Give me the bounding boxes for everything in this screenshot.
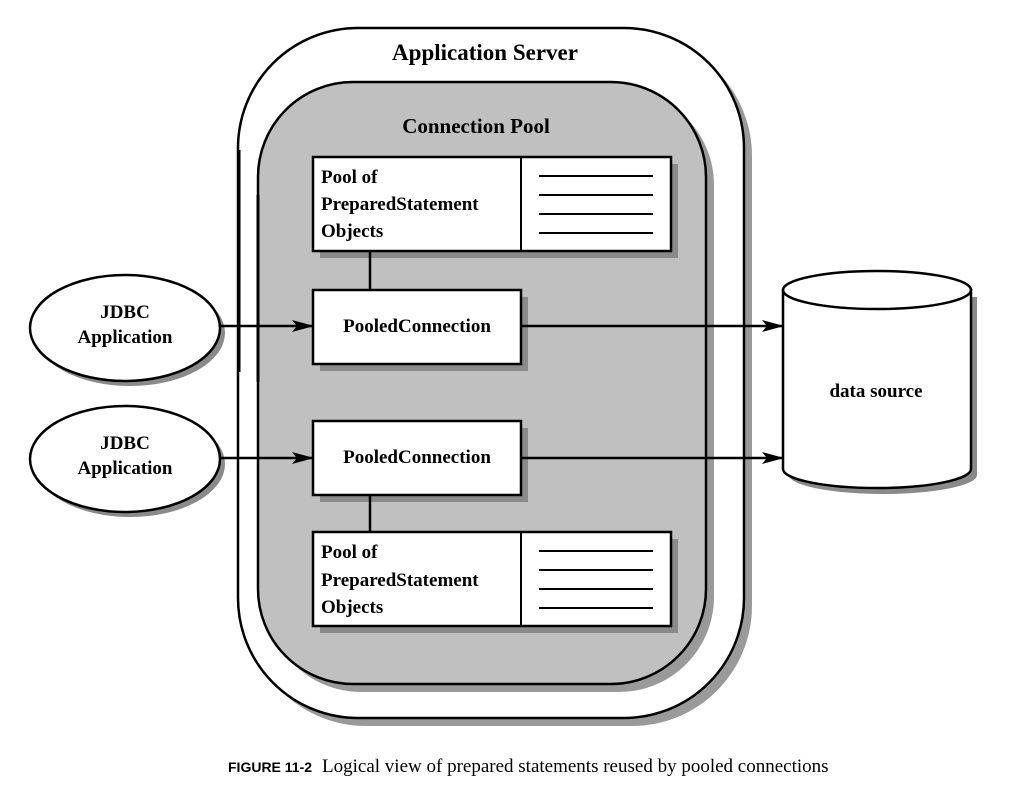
pooled-connection-2-label: PooledConnection: [343, 447, 491, 468]
jdbc-app-1-line-2: Application: [77, 327, 172, 348]
pool-top-line-1: Pool of: [321, 167, 378, 188]
jdbc-app-2-line-2: Application: [77, 458, 172, 479]
jdbc-app-1-ellipse: [28, 273, 222, 383]
pool-bottom-box: [311, 530, 673, 628]
figure-number: FIGURE 11-2: [228, 759, 313, 775]
pool-top-line-3: Objects: [321, 221, 383, 242]
pool-top-line-2: PreparedStatement: [321, 194, 479, 215]
figure-caption-text: Logical view of prepared statements reus…: [322, 756, 829, 777]
pooled-connection-1-label: PooledConnection: [343, 316, 491, 337]
figure-caption: FIGURE 11-2 Logical view of prepared sta…: [228, 756, 829, 778]
pool-bottom-line-1: Pool of: [321, 542, 378, 563]
data-source-label: data source: [829, 381, 922, 402]
pooled-connection-1-box: [311, 288, 523, 366]
app-server-label: Application Server: [392, 40, 578, 65]
data-source-top: [781, 269, 973, 311]
pooled-connection-2-box: [311, 419, 523, 497]
pool-top-statement-lines: [539, 175, 653, 234]
jdbc-app-2-line-1: JDBC: [100, 433, 150, 454]
pool-bottom-line-2: PreparedStatement: [321, 570, 479, 591]
connection-pool-label: Connection Pool: [402, 114, 550, 138]
pool-bottom-statement-lines: [539, 550, 653, 609]
jdbc-app-1-line-1: JDBC: [100, 302, 150, 323]
pool-top-box: [311, 155, 673, 253]
data-source-body: [781, 288, 973, 490]
pool-bottom-line-3: Objects: [321, 597, 383, 618]
